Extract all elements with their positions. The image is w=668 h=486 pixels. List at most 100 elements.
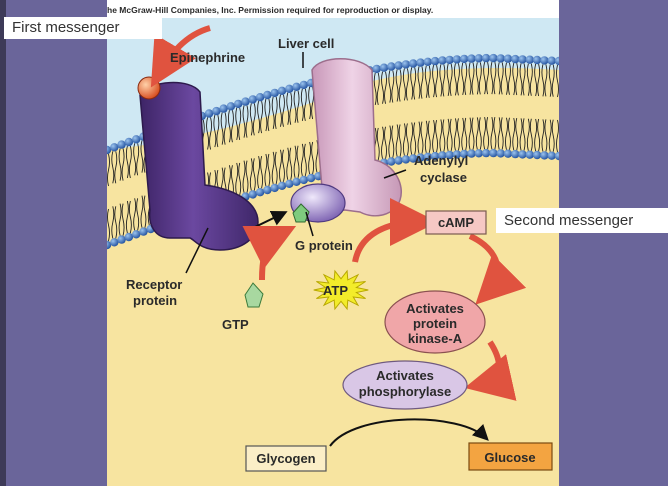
phospholipid-head: [460, 149, 469, 159]
phospholipid-head: [226, 102, 236, 111]
phospholipid-tail: [107, 208, 110, 242]
label-pka-1: Activates: [406, 301, 464, 316]
phospholipid-head: [525, 150, 534, 159]
phospholipid-head: [248, 95, 257, 104]
phospholipid-head: [452, 55, 462, 64]
first-messenger-callout: First messenger: [4, 17, 162, 39]
phospholipid-tail: [111, 206, 118, 239]
phosphorylase-oval: [342, 360, 468, 410]
phospholipid-head: [110, 238, 119, 247]
activation-arrow: [252, 211, 288, 229]
phospholipid-head: [496, 149, 505, 158]
phospholipid-tail: [526, 118, 533, 151]
phospholipid-head: [394, 61, 403, 70]
phospholipid-head: [263, 90, 272, 100]
copyright-text: he McGraw-Hill Companies, Inc. Permissio…: [107, 5, 433, 15]
phospholipid-tail: [235, 107, 242, 141]
label-protein: protein: [133, 293, 177, 308]
label-liver-cell: Liver cell: [278, 36, 334, 51]
phospholipid-head: [204, 109, 214, 118]
glycogen-box: [245, 445, 327, 472]
phospholipid-tail: [293, 145, 300, 178]
phospholipid-head: [489, 148, 498, 158]
phospholipid-tail: [235, 162, 242, 196]
phospholipid-head: [438, 56, 447, 65]
phospholipid-tail: [279, 149, 285, 182]
pka-oval: [384, 290, 486, 354]
phospholipid-tail: [249, 103, 256, 136]
phospholipid-head: [496, 54, 505, 63]
phospholipid-tail: [264, 98, 271, 132]
phospholipid-tail: [424, 120, 431, 153]
phospholipid-head: [409, 59, 418, 68]
phospholipid-tail: [453, 63, 460, 96]
label-gtp: GTP: [222, 317, 249, 332]
phospholipid-head: [430, 151, 440, 161]
camp-arrow: [468, 233, 527, 305]
phospholipid-head: [241, 97, 250, 106]
phospholipid-tail: [118, 203, 125, 236]
phospholipid-tail: [220, 112, 227, 145]
phospholipid-head: [452, 150, 462, 159]
phospholipid-head: [394, 156, 403, 165]
phospholipid-head: [299, 80, 308, 90]
phospholipid-tail: [410, 122, 417, 155]
phospholipid-head: [387, 62, 396, 71]
phospholipid-head: [423, 57, 432, 66]
phospholipid-tail: [468, 62, 475, 95]
phospholipid-tail: [293, 90, 300, 123]
phospholipid-tail: [271, 151, 278, 184]
phospholipid-tail: [505, 117, 511, 150]
phospholipid-head: [401, 60, 411, 69]
label-adenylyl: Adenylyl: [414, 153, 468, 168]
phospholipid-head: [423, 152, 432, 161]
phospholipid-tail: [381, 126, 387, 159]
phospholipid-tail: [133, 143, 140, 176]
phospholipid-tail: [410, 67, 417, 100]
phospholipid-tail: [556, 119, 559, 153]
label-glycogen: Glycogen: [256, 451, 315, 466]
phospholipid-head: [292, 82, 301, 92]
atp-arrow: [352, 198, 438, 263]
receptor-leader: [185, 227, 209, 274]
camp-box: [425, 210, 487, 235]
phospholipid-head: [481, 53, 491, 63]
phospholipid-head: [379, 63, 389, 72]
phospholipid-tail: [432, 119, 439, 153]
phospholipid-head: [107, 240, 112, 250]
phospholipid-tail: [541, 119, 548, 152]
label-glucose: Glucose: [484, 450, 535, 465]
phospholipid-tail: [490, 117, 497, 150]
phospholipid-tail: [483, 62, 490, 95]
phospholipid-head: [503, 149, 513, 158]
phospholipid-tail: [402, 123, 409, 156]
phospholipid-head: [248, 190, 257, 199]
phospholipid-head: [401, 155, 411, 164]
phospholipid-tail: [526, 63, 533, 96]
label-phos-1: Activates: [376, 368, 434, 383]
phospholipid-head: [430, 56, 440, 66]
phospholipid-tail: [388, 125, 395, 158]
phospholipid-head: [511, 149, 520, 159]
phospholipid-head: [372, 64, 381, 74]
phospholipid-head: [554, 151, 559, 161]
phospholipid-head: [474, 149, 483, 158]
phospholipid-head: [124, 232, 134, 242]
phospholipid-tail: [446, 63, 453, 96]
label-phos-2: phosphorylase: [359, 384, 451, 399]
label-epinephrine: Epinephrine: [170, 50, 245, 65]
phospholipid-head: [525, 55, 534, 64]
phospholipid-head: [532, 55, 542, 65]
phospholipid-tail: [505, 62, 511, 95]
conversion-arrow: [329, 418, 489, 447]
phospholipid-tail: [242, 160, 249, 193]
phospholipid-head: [416, 153, 425, 162]
phospholipid-tail: [490, 62, 497, 95]
phospholipid-head: [132, 135, 141, 144]
pka-arrow: [464, 340, 517, 401]
phospholipid-tail: [125, 145, 132, 179]
phospholipid-tail: [534, 118, 541, 152]
phospholipid-tail: [483, 117, 490, 150]
phospholipid-head: [277, 86, 287, 96]
